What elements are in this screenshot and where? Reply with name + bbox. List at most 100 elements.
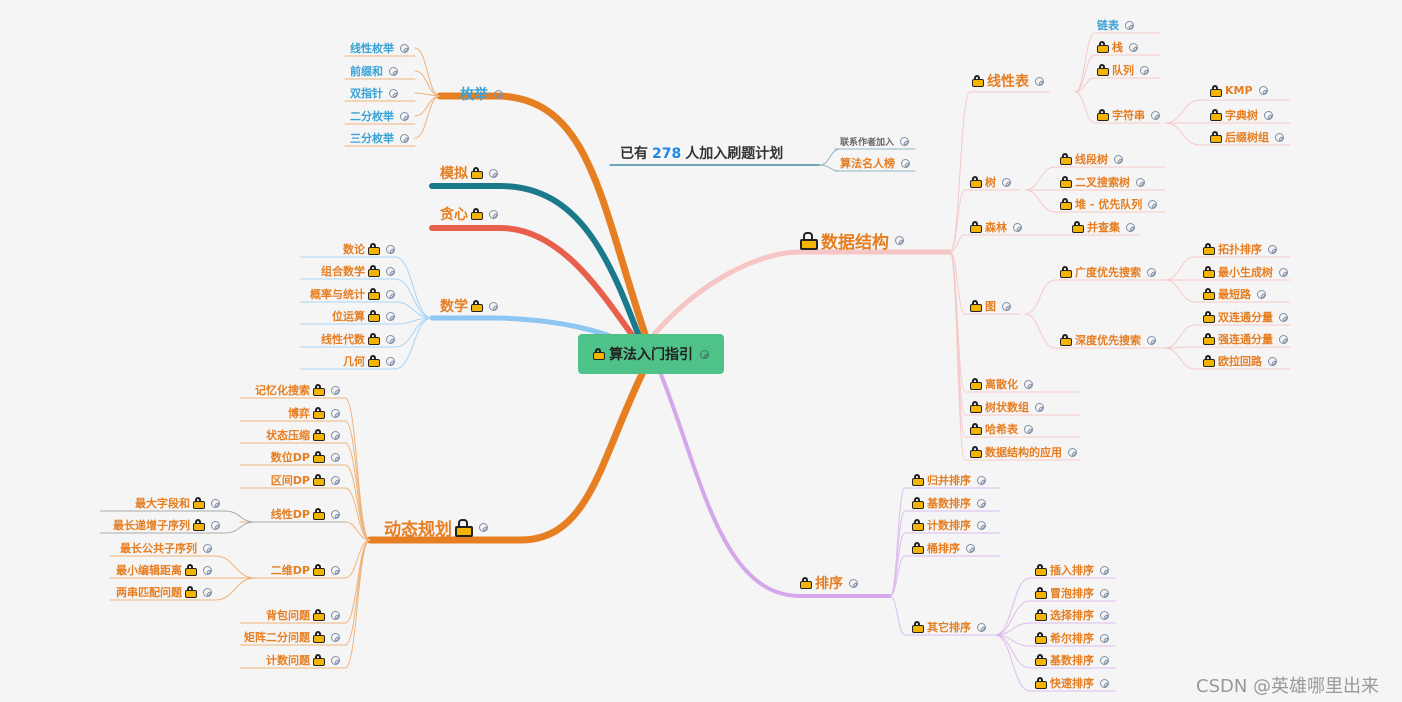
enum-child[interactable]: 三分枚举: [350, 130, 411, 146]
link-icon[interactable]: [1145, 333, 1158, 347]
link-icon[interactable]: [1127, 40, 1140, 54]
link-icon[interactable]: [387, 64, 400, 78]
string-child[interactable]: KMP: [1210, 84, 1270, 98]
ds-node[interactable]: 数据结构: [800, 228, 906, 253]
link-icon[interactable]: [384, 242, 397, 256]
link-icon[interactable]: [384, 287, 397, 301]
link-icon[interactable]: [1022, 422, 1035, 436]
link-icon[interactable]: [1098, 676, 1111, 690]
dp-child[interactable]: 矩阵二分问题: [244, 629, 342, 645]
link-icon[interactable]: [1033, 400, 1046, 414]
link-icon[interactable]: [487, 207, 500, 221]
enum-child[interactable]: 前缀和: [350, 63, 400, 79]
link-icon[interactable]: [201, 541, 214, 555]
link-icon[interactable]: [1138, 63, 1151, 77]
link-icon[interactable]: [898, 134, 911, 148]
link-icon[interactable]: [698, 347, 711, 361]
link-icon[interactable]: [1112, 152, 1125, 166]
link-icon[interactable]: [1277, 310, 1290, 324]
dp-child[interactable]: 数位DP: [271, 449, 342, 465]
bfs-child[interactable]: 拓扑排序: [1203, 241, 1279, 257]
link-icon[interactable]: [1033, 74, 1046, 88]
link-icon[interactable]: [1098, 608, 1111, 622]
link-icon[interactable]: [329, 428, 342, 442]
linear-child[interactable]: 栈: [1097, 39, 1140, 55]
forest-child[interactable]: 并查集: [1072, 219, 1137, 235]
link-icon[interactable]: [329, 653, 342, 667]
banner-link[interactable]: 算法名人榜: [840, 155, 912, 171]
ds-other-child[interactable]: 数据结构的应用: [970, 444, 1079, 460]
link-icon[interactable]: [964, 541, 977, 555]
enum-child[interactable]: 双指针: [350, 85, 400, 101]
sort-child[interactable]: 其它排序: [912, 619, 988, 635]
link-icon[interactable]: [329, 450, 342, 464]
link-icon[interactable]: [1098, 586, 1111, 600]
link-icon[interactable]: [384, 354, 397, 368]
linear-node[interactable]: 线性表: [972, 71, 1046, 91]
math-child[interactable]: 数论: [343, 241, 397, 257]
grid-dp-child[interactable]: 最长公共子序列: [120, 540, 214, 556]
linear-dp-child[interactable]: 最长递增子序列: [113, 517, 222, 533]
link-icon[interactable]: [1266, 242, 1279, 256]
sort-child[interactable]: 归并排序: [912, 472, 988, 488]
link-icon[interactable]: [329, 563, 342, 577]
math-child[interactable]: 组合数学: [321, 263, 397, 279]
dp-child[interactable]: 背包问题: [266, 607, 342, 623]
bfs-child[interactable]: 最短路: [1203, 286, 1268, 302]
grid-dp-child[interactable]: 最小编辑距离: [116, 562, 214, 578]
link-icon[interactable]: [975, 620, 988, 634]
string-child[interactable]: 后缀树组: [1210, 129, 1286, 145]
link-icon[interactable]: [329, 507, 342, 521]
link-icon[interactable]: [384, 264, 397, 278]
link-icon[interactable]: [329, 473, 342, 487]
dp-child[interactable]: 博弈: [288, 405, 342, 421]
enum-child[interactable]: 线性枚举: [350, 40, 411, 56]
link-icon[interactable]: [893, 234, 906, 247]
link-icon[interactable]: [1256, 84, 1270, 98]
link-icon[interactable]: [201, 563, 214, 577]
ds-other-child[interactable]: 哈希表: [970, 421, 1035, 437]
link-icon[interactable]: [492, 87, 505, 101]
banner-link[interactable]: 联系作者加入: [840, 134, 911, 148]
link-icon[interactable]: [329, 630, 342, 644]
other-sort-child[interactable]: 希尔排序: [1035, 630, 1111, 646]
math-child[interactable]: 位运算: [332, 308, 397, 324]
link-icon[interactable]: [1255, 287, 1268, 301]
dp-child[interactable]: 计数问题: [266, 652, 342, 668]
graph-node[interactable]: 图: [970, 298, 1013, 314]
link-icon[interactable]: [487, 299, 500, 313]
dp-child[interactable]: 线性DP: [271, 506, 342, 522]
string-child[interactable]: 字典树: [1210, 107, 1275, 123]
link-icon[interactable]: [1000, 299, 1013, 313]
link-icon[interactable]: [1262, 108, 1275, 122]
sort-child[interactable]: 计数排序: [912, 517, 988, 533]
link-icon[interactable]: [329, 383, 342, 397]
link-icon[interactable]: [329, 608, 342, 622]
link-icon[interactable]: [1273, 130, 1286, 144]
link-icon[interactable]: [1145, 265, 1158, 279]
link-icon[interactable]: [1149, 108, 1162, 122]
link-icon[interactable]: [384, 332, 397, 346]
link-icon[interactable]: [975, 518, 988, 532]
link-icon[interactable]: [387, 86, 400, 100]
sort-node[interactable]: 排序: [800, 573, 860, 593]
sort-child[interactable]: 桶排序: [912, 540, 977, 556]
link-icon[interactable]: [1066, 445, 1079, 459]
dfs-child[interactable]: 强连通分量: [1203, 331, 1290, 347]
link-icon[interactable]: [1134, 175, 1147, 189]
graph-child[interactable]: 深度优先搜索: [1060, 332, 1158, 348]
dp-child[interactable]: 记忆化搜索: [255, 382, 342, 398]
dp-child[interactable]: 二维DP: [271, 562, 342, 578]
link-icon[interactable]: [477, 521, 490, 534]
linear-child[interactable]: 链表: [1097, 17, 1136, 33]
tree-child[interactable]: 线段树: [1060, 151, 1125, 167]
math-child[interactable]: 概率与统计: [310, 286, 397, 302]
link-icon[interactable]: [1098, 631, 1111, 645]
other-sort-child[interactable]: 基数排序: [1035, 652, 1111, 668]
link-icon[interactable]: [487, 166, 500, 180]
dfs-child[interactable]: 欧拉回路: [1203, 353, 1279, 369]
other-sort-child[interactable]: 插入排序: [1035, 562, 1111, 578]
greedy-node[interactable]: 贪心: [440, 204, 500, 224]
link-icon[interactable]: [329, 406, 342, 420]
link-icon[interactable]: [1011, 220, 1024, 234]
